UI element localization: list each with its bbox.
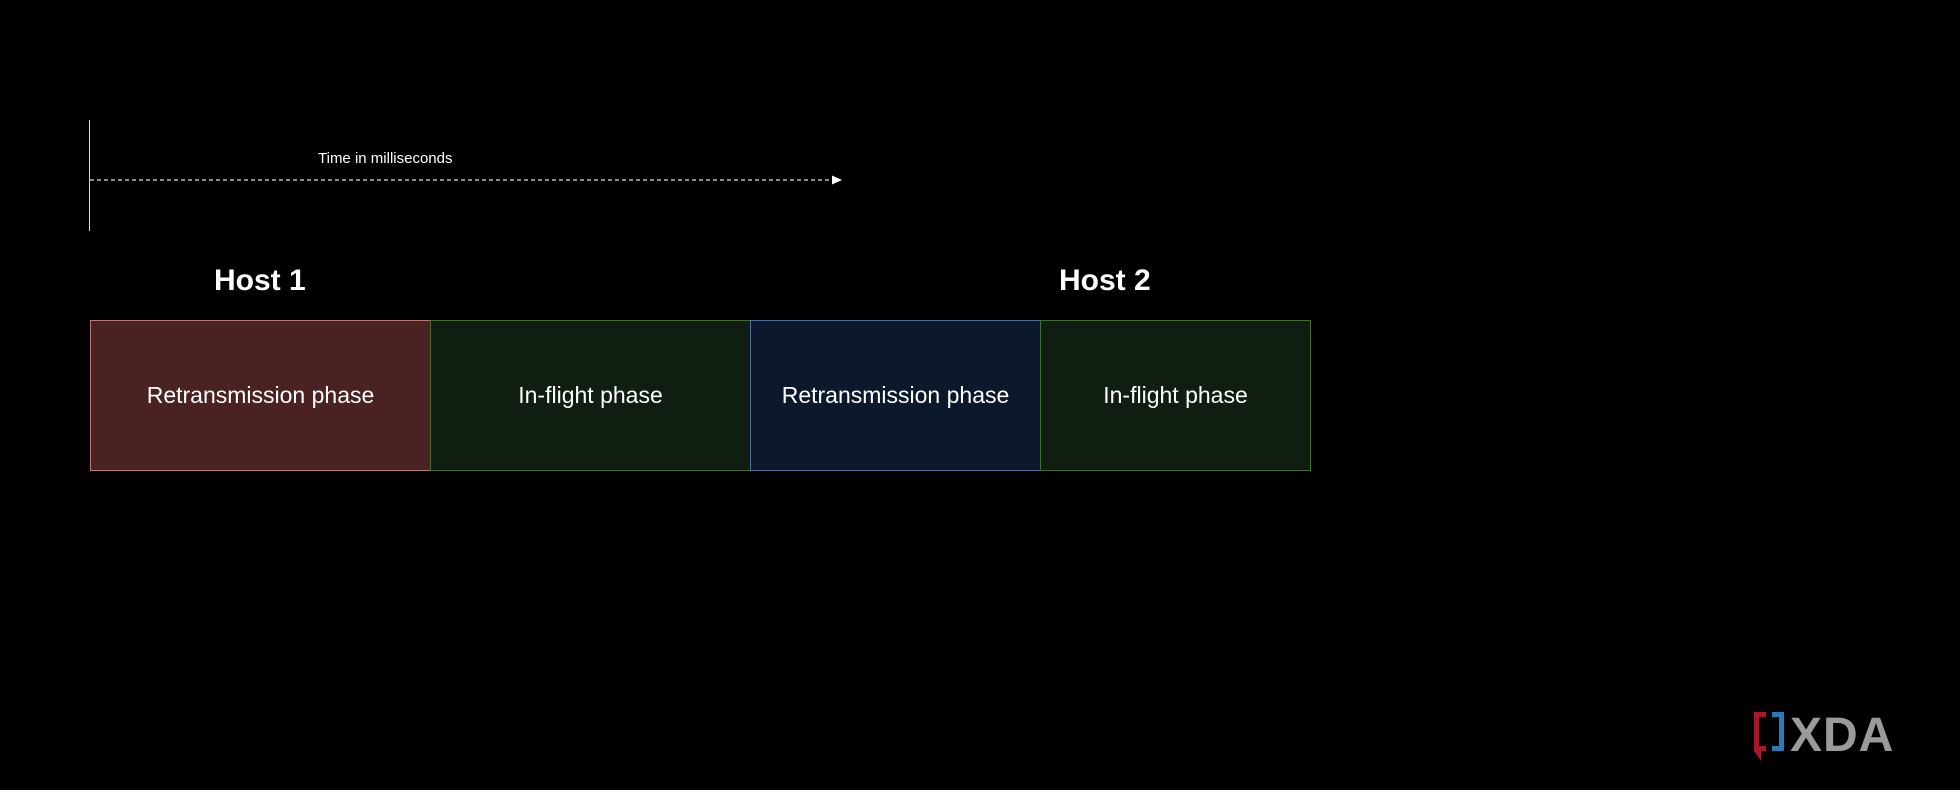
time-axis-origin-line — [89, 120, 90, 231]
phase-label: In-flight phase — [518, 382, 663, 408]
host-1-in-flight-phase-box: In-flight phase — [430, 320, 751, 471]
phase-label: Retransmission phase — [781, 382, 1010, 408]
xda-logo: XDA — [1754, 709, 1894, 762]
logo-blue-bracket-icon — [1772, 712, 1784, 751]
host-2-retransmission-phase-box: Retransmission phase — [750, 320, 1041, 471]
host-1-retransmission-phase-box: Retransmission phase — [90, 320, 431, 471]
logo-text: XDA — [1790, 709, 1894, 762]
phase-label: Retransmission phase — [146, 382, 375, 408]
host-1-title: Host 1 — [214, 264, 306, 297]
host-2-title: Host 2 — [1059, 264, 1151, 297]
time-axis-label: Time in milliseconds — [318, 150, 453, 167]
time-axis-arrow — [90, 175, 842, 185]
host-2-in-flight-phase-box: In-flight phase — [1040, 320, 1311, 471]
logo-red-bracket-icon — [1754, 712, 1766, 761]
phase-label: In-flight phase — [1103, 382, 1248, 408]
